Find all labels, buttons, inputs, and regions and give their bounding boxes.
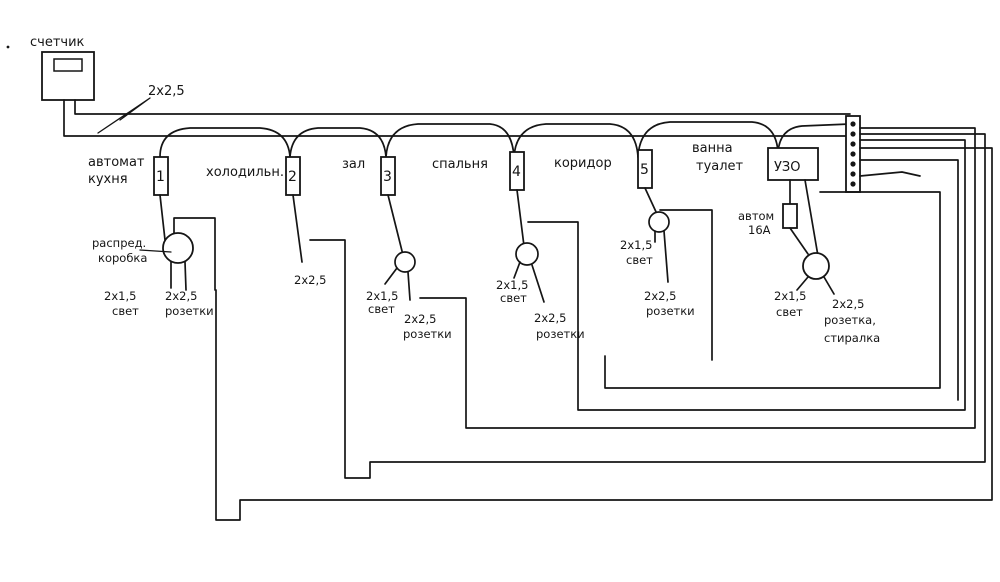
bus-arc-3-4: [385, 123, 515, 158]
bathroom-light-cable: 2x1,5: [774, 289, 806, 303]
return-loop-bedroom: [527, 139, 966, 411]
breaker-3-out: [387, 194, 404, 256]
breaker-1-label-line2: кухня: [88, 172, 128, 187]
junction-label-line1: распред.: [92, 236, 146, 250]
bathroom-junction-outputs: [796, 276, 835, 295]
bus-arc-4-5: [513, 123, 639, 158]
bedroom-sockets-label: розетки: [536, 327, 585, 341]
breaker-1-number: 1: [156, 169, 165, 185]
return-loop-kitchen: [215, 147, 993, 521]
fridge-cable: 2x2,5: [294, 273, 326, 287]
auto-label-line1: автом: [738, 209, 774, 223]
hall-light-cable: 2x1,5: [366, 289, 398, 303]
junction-pointer: [139, 249, 172, 253]
breaker-3-hall: зал 3 2x1,5 свет 2x2,5 розетки: [342, 156, 452, 341]
bathroom-label-line1: ванна: [692, 141, 733, 156]
hall-junction-outputs: [384, 267, 411, 301]
terminal-screw: [850, 131, 856, 137]
terminal-to-bathroom: [859, 171, 921, 177]
junction-label-line2: коробка: [98, 251, 147, 265]
bus-arc-2-3: [289, 127, 387, 158]
breaker-5-label: коридор: [554, 156, 612, 171]
bathroom-light-label: свет: [776, 305, 803, 319]
bathroom-sockets-cable: 2x2,5: [832, 297, 864, 311]
auto-label-line2: 16А: [748, 223, 771, 237]
corridor-light-cable: 2x1,5: [620, 238, 652, 252]
junction-box: [162, 232, 194, 264]
breaker-4-number: 4: [512, 164, 521, 180]
breaker-4-label: спальня: [432, 157, 488, 172]
bedroom-sockets-cable: 2x2,5: [534, 311, 566, 325]
meter-cable-pointer: [97, 97, 151, 134]
return-loop-hall: [419, 127, 976, 429]
corridor-sockets-cable: 2x2,5: [644, 289, 676, 303]
breaker-2-out: [292, 194, 303, 263]
breaker-2-fridge: холодильн. 2 2x2,5: [206, 156, 326, 287]
bus-arc-5-rcd: [637, 121, 779, 158]
breaker-2-label: холодильн.: [206, 165, 284, 180]
breaker-1-kitchen: автомат кухня 1 распред. коробка 2x1,5 с…: [88, 155, 216, 318]
terminal-screw: [850, 121, 856, 127]
bathroom-sockets-label-1: розетка,: [824, 313, 876, 327]
kitchen-light-cable: 2x1,5: [104, 289, 136, 303]
breaker-1-box: [153, 156, 169, 196]
terminal-screw: [850, 161, 856, 167]
rcd-label: УЗО: [774, 160, 801, 175]
breaker-5-out: [644, 187, 658, 215]
rcd-box: [767, 147, 819, 181]
bedroom-light-cable: 2x1,5: [496, 278, 528, 292]
breaker-5-number: 5: [640, 162, 649, 178]
terminal-screw: [850, 141, 856, 147]
kitchen-sockets-route: [173, 217, 216, 291]
hall-sockets-label: розетки: [403, 327, 452, 341]
return-loop-bathroom: [604, 191, 941, 389]
meter-label: счетчик: [30, 35, 85, 50]
breaker-3-label: зал: [342, 157, 365, 172]
breaker-5-corridor: коридор 5 2x1,5 свет 2x2,5 розетки: [554, 149, 695, 318]
terminal-screw: [850, 171, 856, 177]
auto-to-junction: [789, 179, 819, 257]
auto-16a-box: [782, 203, 798, 229]
meter-box: [41, 51, 95, 101]
bus-arc-1-2: [159, 127, 291, 158]
kitchen-light-label: свет: [112, 304, 139, 318]
return-loop-extra: [859, 159, 959, 401]
breaker-4-bedroom: спальня 4 2x1,5 свет 2x2,5 розетки: [432, 151, 585, 341]
bedroom-junction: [515, 242, 539, 266]
hall-light-label: свет: [368, 302, 395, 316]
breaker-4-out: [516, 189, 525, 247]
meter-display: [53, 58, 83, 72]
breaker-1-label-line1: автомат: [88, 155, 145, 170]
junction-outputs: [170, 261, 187, 291]
kitchen-sockets-cable: 2x2,5: [165, 289, 197, 303]
terminal-screw: [850, 151, 856, 157]
kitchen-sockets-label: розетки: [165, 304, 214, 318]
breaker-3-number: 3: [383, 169, 392, 185]
terminal-bar: [845, 115, 861, 193]
bathroom-junction: [802, 252, 830, 280]
supply-cable-upper: [74, 99, 851, 115]
bathroom-circuit: ванна туалет УЗО автом 16А 2x1,5 свет 2x…: [692, 141, 880, 345]
hall-junction: [394, 251, 416, 273]
corridor-light-label: свет: [626, 253, 653, 267]
supply-cable-lower: [63, 99, 851, 137]
return-loop-fridge: [309, 133, 986, 479]
breaker-2-number: 2: [288, 169, 297, 185]
meter: счетчик 2x2,5: [30, 35, 851, 137]
corridor-sockets-label: розетки: [646, 304, 695, 318]
bedroom-light-label: свет: [500, 291, 527, 305]
corridor-junction: [648, 211, 670, 233]
bedroom-junction-outputs: [513, 261, 545, 303]
corridor-junction-outputs: [654, 230, 669, 283]
stray-dot: [6, 45, 10, 49]
breaker-1-out: [159, 194, 166, 241]
bathroom-sockets-label-2: стиралка: [824, 331, 880, 345]
bathroom-label-line2: туалет: [696, 159, 744, 174]
hall-sockets-cable: 2x2,5: [404, 312, 436, 326]
terminal-screw: [850, 181, 856, 187]
meter-cable-label: 2x2,5: [148, 84, 185, 99]
return-loop-corridor: [659, 209, 713, 361]
